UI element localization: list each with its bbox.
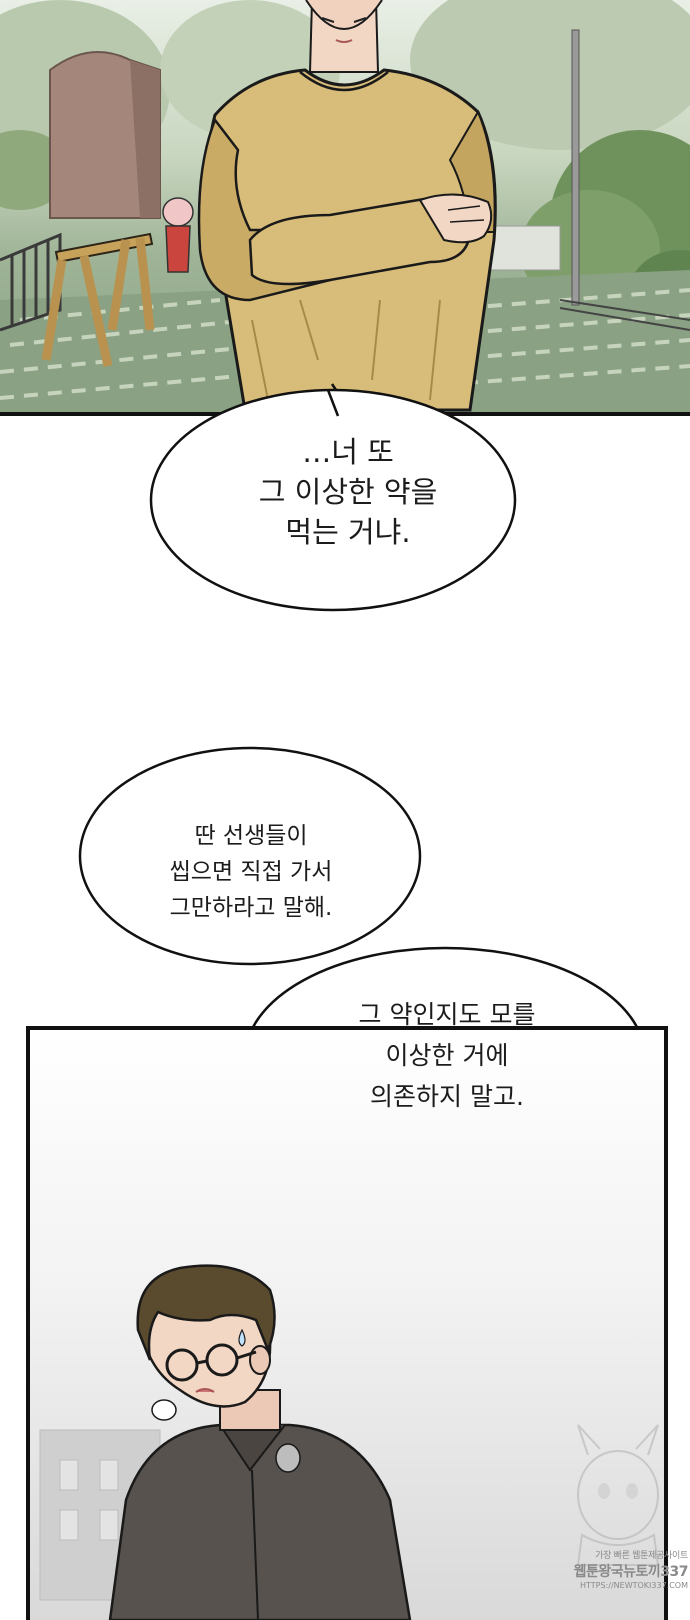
small-figure (162, 197, 194, 273)
speech-bubble-1 (149, 383, 517, 612)
bubble-line: 그 이상한 약을 (258, 475, 438, 509)
bubble-line: 이상한 거에 (385, 1041, 509, 1070)
bubble-line: …너 또 (302, 435, 394, 469)
watermark-line-3: HTTPS://NEWTOKI337.COM (580, 1581, 688, 1590)
lamppost (571, 29, 580, 306)
right-fence (559, 299, 690, 331)
watermark-line-2: 웹툰왕국뉴토끼337 (573, 1564, 689, 1580)
bubble-line: 먹는 거냐. (285, 515, 411, 549)
speech-bubble-2 (78, 746, 422, 966)
speech-bubble-3-text: 그 약인지도 모를 이상한 거에 의존하지 말고. (262, 994, 632, 1117)
bottom-panel (26, 1026, 668, 1620)
bubble-line: 의존하지 말고. (370, 1082, 524, 1111)
top-panel (0, 0, 690, 416)
student-with-glasses (108, 1264, 412, 1620)
bubble-line: 그 약인지도 모를 (358, 1000, 536, 1029)
speech-bubble-1-text: …너 또 그 이상한 약을 먹는 거냐. (168, 432, 528, 552)
bubble-line: 그만하라고 말해. (169, 895, 333, 921)
speech-bubble-2-text: 딴 선생들이 씹으면 직접 가서 그만하라고 말해. (86, 818, 416, 926)
bottom-panel-art (39, 1264, 412, 1620)
watermark-text: 가장 빠른 웹툰제공사이트 웹툰왕국뉴토끼337 HTTPS://NEWTOKI… (548, 1548, 689, 1590)
bubble-line: 씹으면 직접 가서 (169, 859, 333, 885)
wooden-barrier (41, 232, 155, 367)
man-crossed-arms (197, 0, 497, 412)
bubble-line: 딴 선생들이 (194, 823, 308, 849)
watermark-mascot (576, 1424, 660, 1566)
brick-pillar (49, 51, 161, 219)
watermark-line-1: 가장 빠른 웹툰제공사이트 (595, 1551, 688, 1561)
top-panel-art (0, 0, 690, 412)
